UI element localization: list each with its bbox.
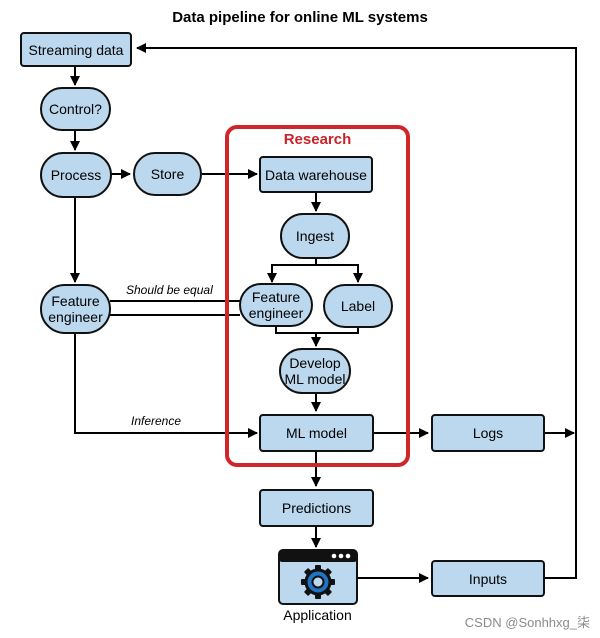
label-node: Label [323,284,393,328]
store-node: Store [133,152,202,196]
research-label: Research [283,131,352,148]
inference-label: Inference [131,414,182,428]
process-node: Process [40,152,112,198]
streaming-data-node: Streaming data [20,32,132,67]
research-box [225,125,410,467]
ingest-node: Ingest [280,213,350,259]
should-be-equal-label: Should be equal [126,283,213,297]
arrow-inputs-feedback [136,43,577,579]
predictions-node: Predictions [259,489,374,527]
develop-ml-model-node: Develop ML model [279,348,351,394]
feature-engineer-right-node: Feature engineer [239,283,313,327]
logs-node: Logs [431,414,545,452]
data-warehouse-node: Data warehouse [259,156,373,193]
feature-engineer-left-node: Feature engineer [40,284,111,334]
arrow-ingest-to-feature-engineer [267,259,317,283]
arrow-inference [74,333,258,438]
app-window-gear-icon [278,549,358,605]
arrow-ingest-to-label [316,264,363,283]
watermark: CSDN @Sonhhxg_柒 [464,615,590,630]
diagram-title: Data pipeline for online ML systems [172,9,428,26]
application-label: Application [283,607,352,623]
control-node: Control? [40,87,111,131]
inputs-node: Inputs [431,560,545,597]
ml-model-node: ML model [259,414,374,452]
